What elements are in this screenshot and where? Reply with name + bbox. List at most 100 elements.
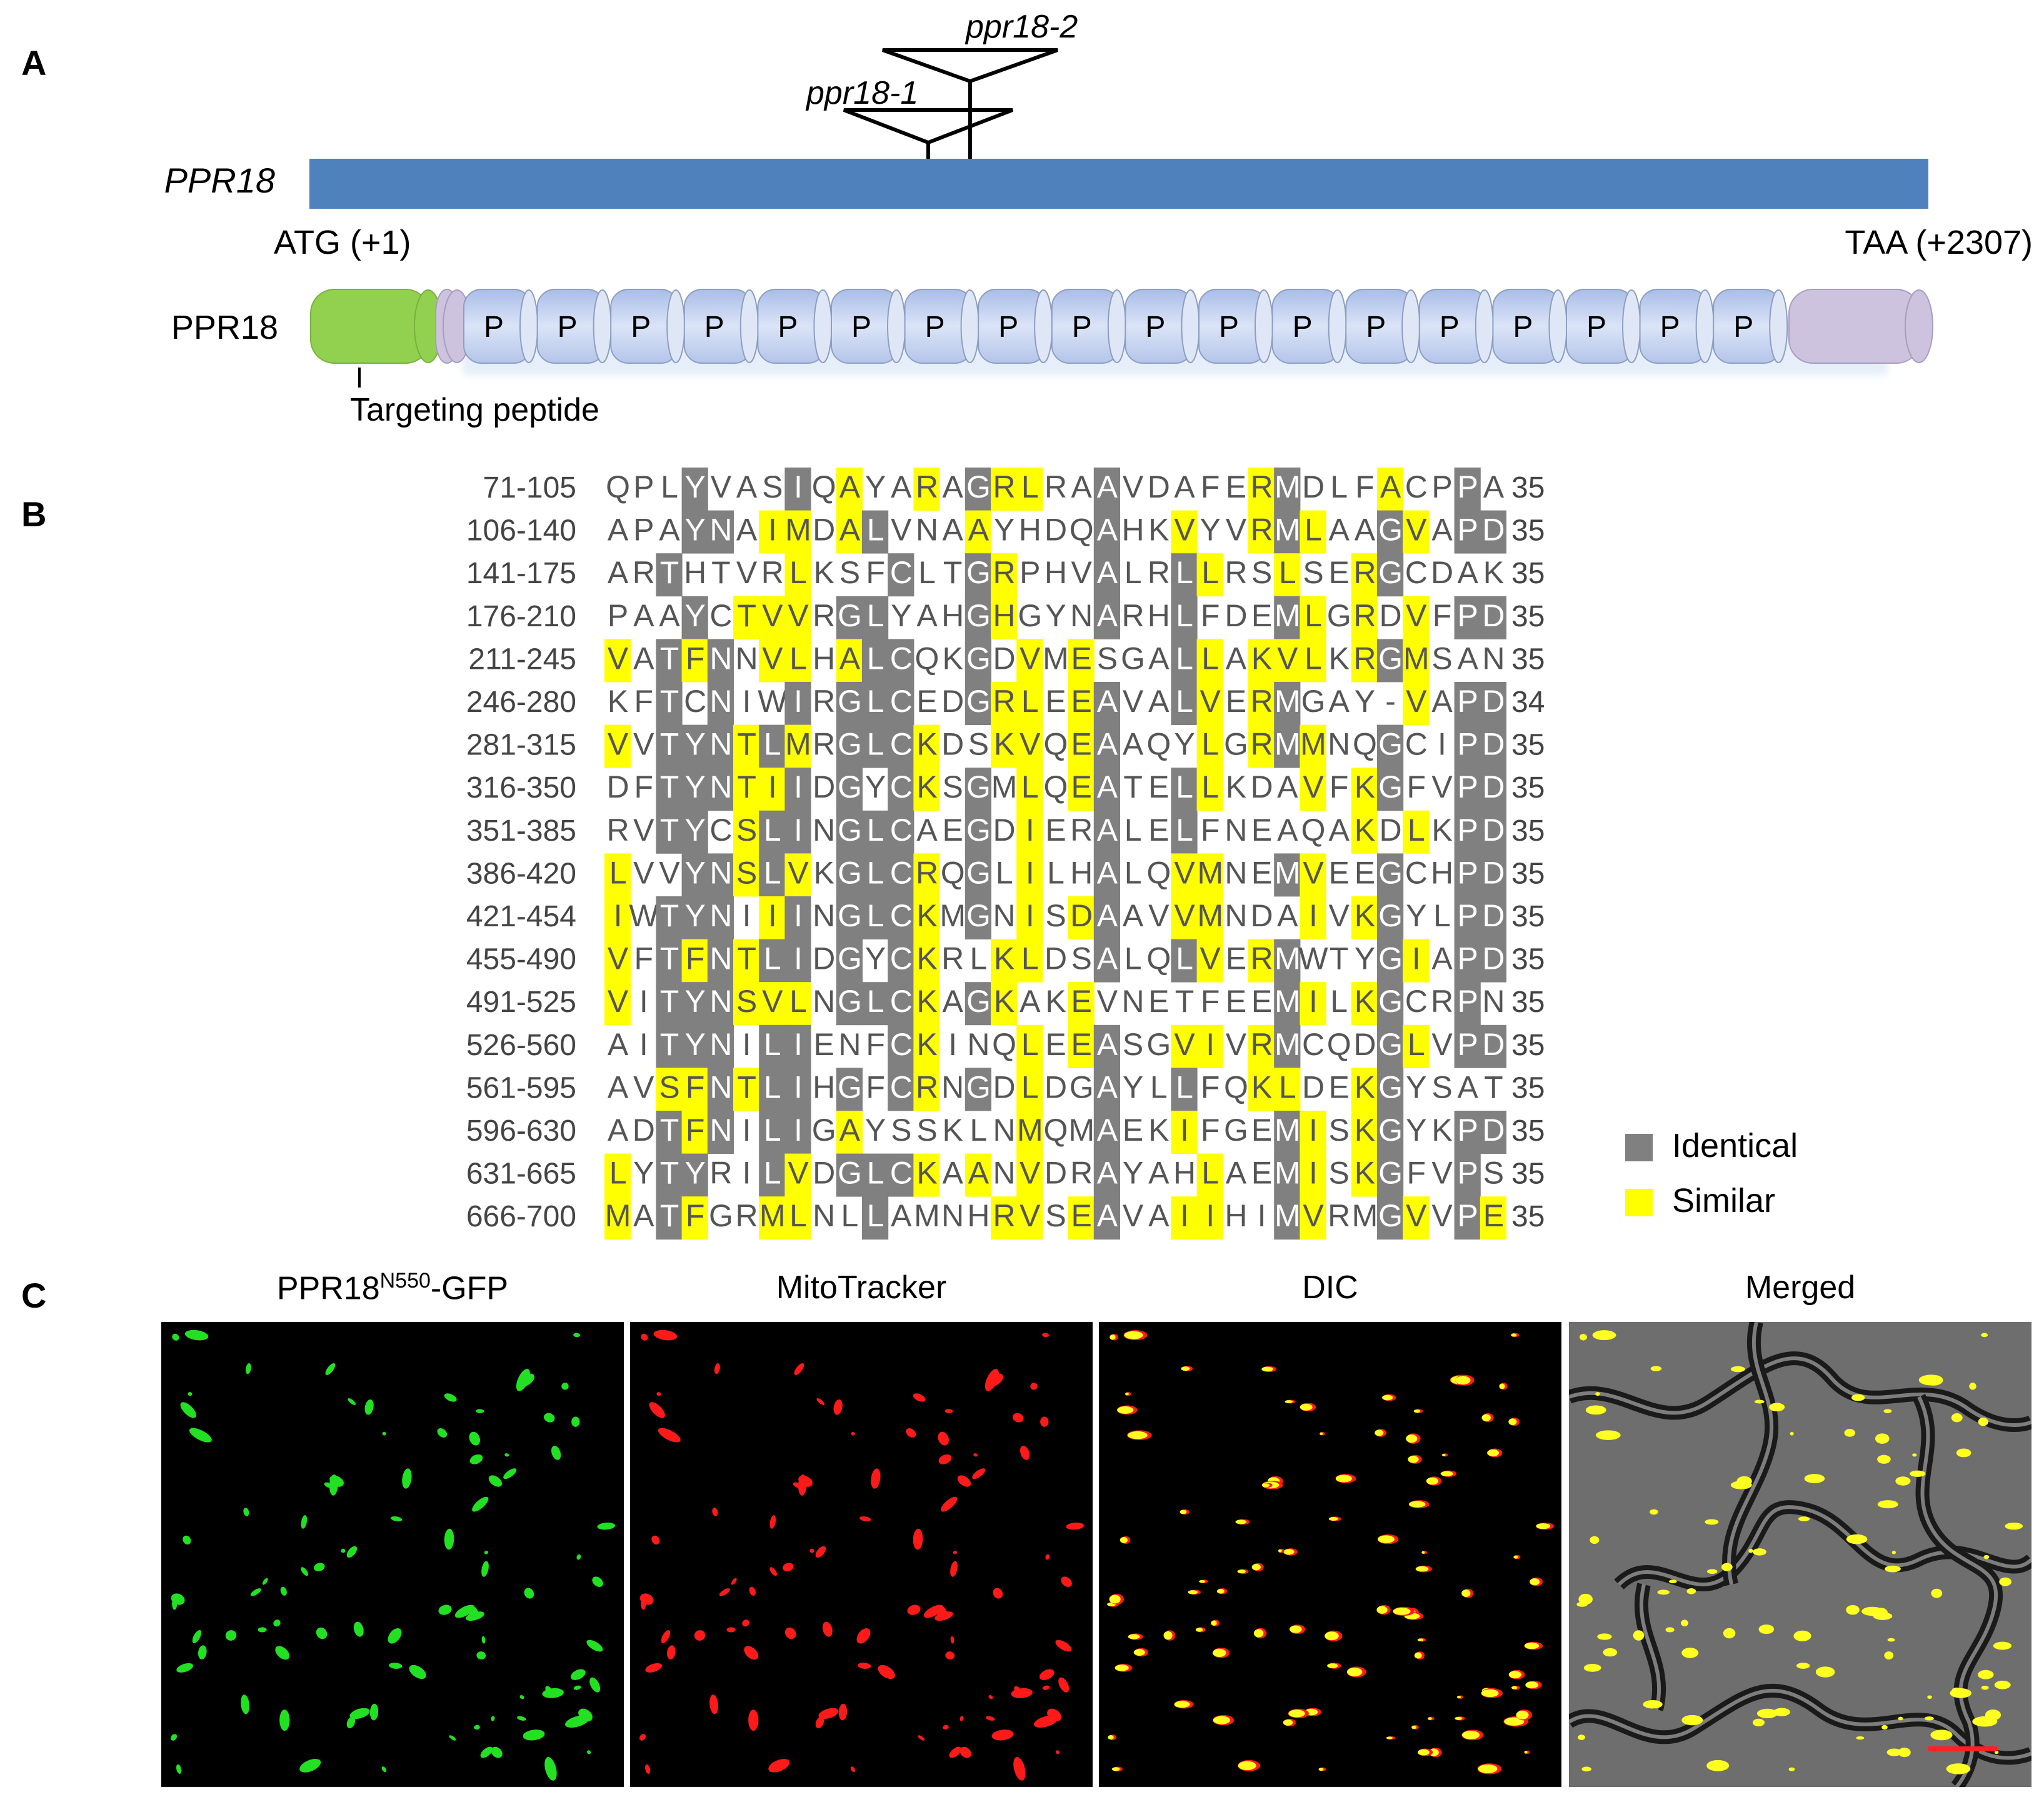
residue: D [1482, 769, 1505, 804]
fluorescent-spot [369, 1703, 379, 1721]
fluorescent-spot [1993, 1641, 2012, 1650]
caption-merged: Merged [1745, 1269, 1856, 1306]
residue: A [1097, 1113, 1118, 1148]
fluorescent-spot [523, 1729, 545, 1741]
residue-highlight [604, 939, 631, 983]
gene-diagram: ppr18-2 ppr18-1 PPR18 ATG (+1) TAA (+230… [164, 9, 2033, 428]
residue: G [838, 727, 862, 762]
residue-highlight [1300, 853, 1326, 897]
residue: V [1431, 1156, 1453, 1191]
fluorescent-spot [938, 1454, 952, 1464]
residue: E [1251, 984, 1272, 1019]
residue-highlight [1377, 939, 1404, 983]
residue: R [1045, 469, 1067, 504]
residue: Y [865, 941, 886, 976]
fluorescent-spot [769, 1567, 778, 1576]
residue: D [1482, 1027, 1505, 1062]
residue-highlight [1300, 639, 1326, 683]
residue-highlight [1454, 510, 1481, 554]
residue: D [1482, 898, 1505, 933]
residue-highlight [784, 468, 811, 511]
residue: R [1251, 1027, 1273, 1062]
residue-highlight [1093, 553, 1120, 597]
residue: P [1458, 727, 1478, 762]
ppr-motif: P [978, 289, 1053, 364]
residue-highlight [1068, 682, 1095, 725]
residue-highlight [656, 982, 683, 1026]
residue: R [1251, 684, 1273, 719]
fluorescent-spot [1235, 1519, 1247, 1524]
residue: R [1148, 555, 1170, 590]
residue-highlight [656, 1153, 683, 1197]
residue: L [764, 813, 781, 848]
residue-highlight [759, 1024, 786, 1068]
legend-label-identical: Identical [1672, 1127, 1798, 1164]
residue: L [841, 1198, 858, 1233]
residue: T [660, 555, 679, 590]
residue: I [794, 898, 803, 933]
residue: I [1026, 855, 1035, 890]
fluorescent-spot [639, 1734, 646, 1741]
residue: R [761, 555, 784, 590]
residue-highlight [836, 1068, 863, 1111]
fluorescent-spot [1924, 1374, 1943, 1386]
residue: V [711, 469, 732, 504]
residue-highlight [1403, 939, 1430, 983]
fluorescent-spot [1188, 1590, 1198, 1594]
ppr-motif: P [1125, 289, 1200, 364]
residue: C [684, 684, 706, 719]
residue-highlight [1300, 896, 1326, 939]
fluorescent-spot [250, 1588, 261, 1596]
residue: L [1125, 941, 1142, 976]
fluorescent-spot [1756, 1708, 1778, 1719]
residue-highlight [1171, 810, 1198, 854]
residue: L [764, 1113, 781, 1148]
residue: R [1070, 1156, 1093, 1191]
residue-highlight [1016, 724, 1043, 768]
residue-highlight [1196, 724, 1223, 768]
residue: M [1352, 1198, 1378, 1233]
residue: A [1123, 898, 1144, 933]
fluorescent-spot [859, 1516, 871, 1522]
residue: V [1123, 469, 1144, 504]
fluorescent-spot [1681, 1648, 1699, 1658]
residue-highlight [707, 853, 734, 897]
residue-highlight [784, 982, 811, 1026]
residue: L [1176, 769, 1193, 804]
fluorescent-spot [561, 1383, 569, 1390]
residue-highlight [862, 682, 889, 725]
residue: M [1197, 898, 1223, 933]
fluorescent-spot [1511, 1333, 1517, 1337]
residue-highlight [707, 682, 734, 725]
residue-highlight [991, 682, 1018, 725]
residue: C [1405, 984, 1428, 1019]
residue: T [660, 684, 679, 719]
fluorescent-spot [1261, 1366, 1273, 1372]
residue: R [813, 684, 835, 719]
fluorescent-spot [1328, 1517, 1338, 1521]
residue-highlight [1274, 639, 1301, 683]
residue: T [660, 813, 679, 848]
residue: D [1380, 598, 1402, 633]
residue-highlight [681, 982, 708, 1026]
residue: Y [685, 1027, 706, 1062]
fluorescent-spot [1199, 1579, 1206, 1583]
fluorescent-spot [1327, 1663, 1338, 1668]
residue: L [1125, 555, 1142, 590]
residue: A [1097, 941, 1118, 976]
residue: T [1484, 1069, 1503, 1104]
fluorescent-spot [1283, 1719, 1293, 1726]
residue: G [966, 1069, 991, 1104]
fluorescent-spot [1318, 1768, 1324, 1771]
residue: V [762, 984, 783, 1019]
residue: Y [685, 769, 706, 804]
residue: A [1148, 684, 1170, 719]
residue: C [1405, 469, 1428, 504]
fluorescent-spot [1583, 1663, 1601, 1672]
residue-highlight [964, 553, 991, 597]
residue: P [608, 598, 628, 633]
residue: P [1458, 1027, 1478, 1062]
fluorescent-spot [1411, 1725, 1416, 1729]
residue: E [1071, 727, 1092, 762]
residue: H [941, 598, 964, 633]
